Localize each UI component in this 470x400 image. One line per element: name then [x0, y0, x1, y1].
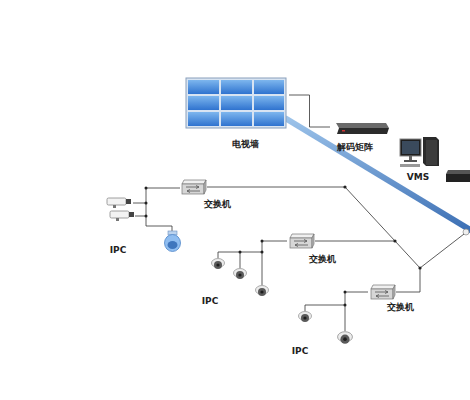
decoder-node: 解码矩阵 [330, 118, 390, 156]
node-label: 交换机 [204, 199, 231, 210]
video-wall [186, 78, 286, 128]
storage-device [446, 170, 470, 182]
node-label: VMS [407, 172, 429, 183]
node-label: 交换机 [309, 254, 336, 265]
node-label: IPC [202, 296, 219, 307]
switch-icon [371, 285, 395, 299]
decoder-device [336, 123, 389, 134]
node-label: 解码矩阵 [337, 142, 373, 153]
network-cable [360, 292, 368, 293]
vms-node: VMS [398, 132, 446, 184]
junction-dot [343, 185, 421, 269]
node-label: 电视墙 [232, 139, 259, 150]
network-wire [207, 187, 464, 292]
dome-camera [256, 286, 269, 297]
dome-camera [338, 332, 353, 344]
camera-wire [218, 241, 280, 285]
node-label: 交换机 [387, 302, 414, 313]
switch-icon [182, 180, 206, 194]
camera-group: IPC [288, 306, 360, 358]
node-label: IPC [110, 245, 127, 256]
switch-node: 交换机 [180, 176, 250, 212]
bullet-camera [107, 198, 131, 208]
camera-group: IPC [198, 252, 280, 308]
vms-workstation [400, 137, 439, 167]
switch-node: 交换机 [368, 282, 426, 314]
bullet-camera [110, 211, 134, 221]
dome-camera [234, 269, 247, 280]
switch-node: 交换机 [287, 230, 343, 268]
dome-camera [212, 259, 225, 270]
camera-wire [305, 292, 360, 331]
network-cable [289, 95, 330, 127]
node-label: IPC [292, 346, 309, 357]
video-wall-node: 电视墙 [185, 76, 289, 152]
camera-group: IPC [100, 192, 178, 260]
network-cable [178, 188, 180, 189]
network-cable [280, 241, 287, 242]
ptz-camera [165, 231, 181, 252]
dome-camera [299, 312, 312, 323]
switch-icon [290, 234, 314, 248]
camera-wire [133, 188, 178, 231]
